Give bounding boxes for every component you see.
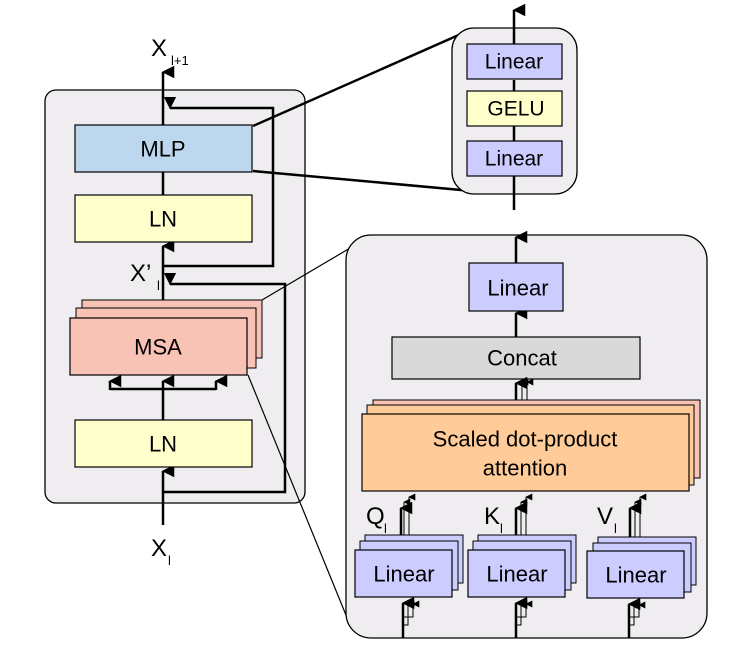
svg-text:Linear: Linear bbox=[487, 276, 548, 301]
svg-text:Concat: Concat bbox=[487, 346, 557, 371]
svg-text:attention: attention bbox=[483, 456, 567, 481]
msa-zoom-line-bottom bbox=[247, 374, 349, 621]
svg-text:l: l bbox=[168, 553, 171, 568]
svg-text:l: l bbox=[614, 521, 617, 536]
attention-block: Scaled dot-product attention bbox=[361, 399, 701, 492]
svg-text:X: X bbox=[151, 535, 167, 562]
svg-text:l: l bbox=[500, 521, 503, 536]
residual-connection-2 bbox=[163, 96, 275, 268]
output-variable-label: X l+1 bbox=[151, 35, 189, 68]
svg-text:V: V bbox=[597, 503, 613, 530]
msa-label: MSA bbox=[134, 335, 182, 360]
v-input-arrows bbox=[627, 597, 646, 638]
ln-bottom-label: LN bbox=[149, 432, 177, 457]
mlp-gelu: GELU bbox=[466, 90, 563, 127]
msa-output-linear: Linear bbox=[468, 262, 564, 312]
q-linear-block: Linear bbox=[354, 534, 464, 598]
input-variable-label: X l bbox=[151, 535, 171, 568]
svg-text:Linear: Linear bbox=[486, 562, 547, 587]
q-input-arrows bbox=[401, 596, 420, 638]
v-linear-block: Linear bbox=[586, 536, 697, 599]
k-linear-block: Linear bbox=[467, 534, 577, 598]
ln-top-block: LN bbox=[74, 194, 253, 243]
msa-zoom-line-top bbox=[261, 240, 363, 301]
svg-text:Q: Q bbox=[366, 503, 385, 530]
mlp-linear-top: Linear bbox=[466, 43, 563, 80]
ln-bottom-block: LN bbox=[74, 419, 253, 468]
svg-text:Linear: Linear bbox=[485, 51, 543, 74]
mlp-label: MLP bbox=[140, 137, 185, 162]
mlp-zoom-line-bottom bbox=[252, 169, 473, 193]
svg-text:Linear: Linear bbox=[373, 562, 434, 587]
mid-variable-label: X’ l bbox=[130, 260, 160, 293]
svg-text:K: K bbox=[484, 503, 500, 530]
mlp-linear-bottom: Linear bbox=[466, 140, 563, 177]
encoder-panel bbox=[44, 89, 306, 504]
svg-text:Scaled dot-product: Scaled dot-product bbox=[433, 427, 618, 452]
svg-text:X: X bbox=[151, 35, 167, 62]
svg-text:Linear: Linear bbox=[485, 148, 543, 171]
concat-block: Concat bbox=[391, 336, 641, 380]
svg-text:l: l bbox=[157, 278, 160, 293]
v-label: V l bbox=[597, 503, 617, 536]
mlp-zoom-line-top bbox=[252, 28, 471, 128]
k-label: K l bbox=[484, 503, 503, 536]
k-input-arrows bbox=[514, 596, 533, 638]
mlp-block: MLP bbox=[74, 124, 253, 173]
svg-text:l: l bbox=[384, 521, 387, 536]
svg-text:l+1: l+1 bbox=[171, 53, 189, 68]
svg-text:Linear: Linear bbox=[605, 563, 666, 588]
svg-text:X’: X’ bbox=[130, 260, 151, 287]
svg-text:GELU: GELU bbox=[487, 98, 544, 121]
ln-top-label: LN bbox=[149, 207, 177, 232]
residual-connection-1 bbox=[163, 272, 287, 494]
q-label: Q l bbox=[366, 503, 387, 536]
msa-block: MSA bbox=[69, 299, 263, 376]
